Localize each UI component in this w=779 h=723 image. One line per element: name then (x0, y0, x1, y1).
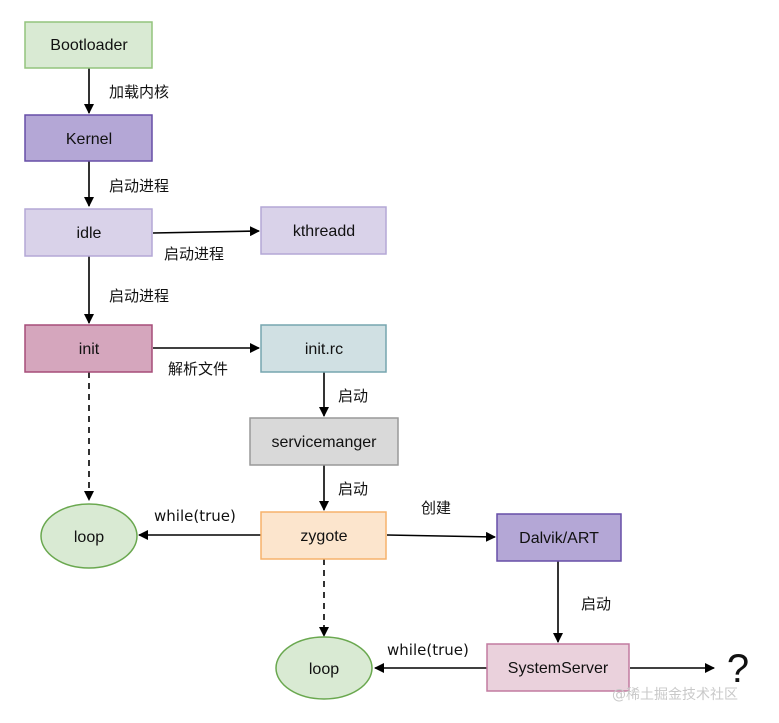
node-bootloader-label: Bootloader (50, 37, 128, 54)
edge-label-idle-init: 启动进程 (109, 287, 169, 305)
node-bootloader: Bootloader (24, 21, 153, 69)
node-zygote: zygote (260, 511, 387, 560)
edge-label-initrc-servicemanger: 启动 (338, 387, 368, 405)
node-kthreadd: kthreadd (260, 206, 387, 255)
edge-label-init-initrc: 解析文件 (168, 360, 228, 378)
edge-label-bootloader-kernel: 加载内核 (109, 83, 169, 101)
node-loop-bottom: loop (275, 636, 373, 700)
node-init-rc: init.rc (260, 324, 387, 373)
edge-label-servicemanger-zygote: 启动 (338, 480, 368, 498)
edge-label-zygote-loop: while(true) (154, 507, 236, 525)
edge-label-dalvik-systemserver: 启动 (581, 595, 611, 613)
node-loop-left-label: loop (74, 529, 104, 546)
node-idle: idle (24, 208, 153, 257)
node-init-rc-label: init.rc (305, 341, 343, 358)
node-dalvik-art: Dalvik/ART (496, 513, 622, 562)
node-system-server: SystemServer (486, 643, 630, 692)
node-dalvik-art-label: Dalvik/ART (519, 530, 599, 547)
edge-label-idle-kthreadd: 启动进程 (164, 245, 224, 263)
watermark-text: @稀土掘金技术社区 (612, 687, 738, 703)
node-loop-bottom-label: loop (309, 661, 339, 678)
edge-idle-kthreadd (152, 226, 260, 237)
node-kernel: Kernel (24, 114, 153, 162)
edge-label-kernel-idle: 启动进程 (109, 177, 169, 195)
node-servicemanger-label: servicemanger (272, 434, 378, 451)
node-system-server-label: SystemServer (508, 660, 609, 677)
edge-zygote-dalvik (386, 531, 496, 542)
node-idle-label: idle (77, 225, 102, 242)
node-zygote-label: zygote (300, 528, 347, 545)
node-loop-left: loop (40, 503, 138, 569)
edge-label-systemserver-loop: while(true) (387, 641, 469, 659)
node-init-label: init (79, 341, 100, 358)
edge-label-zygote-dalvik: 创建 (421, 499, 451, 517)
node-servicemanger: servicemanger (249, 417, 399, 466)
node-unknown-question-mark: ? (727, 647, 749, 691)
node-init: init (24, 324, 153, 373)
node-kernel-label: Kernel (66, 131, 112, 148)
node-kthreadd-label: kthreadd (293, 223, 355, 240)
